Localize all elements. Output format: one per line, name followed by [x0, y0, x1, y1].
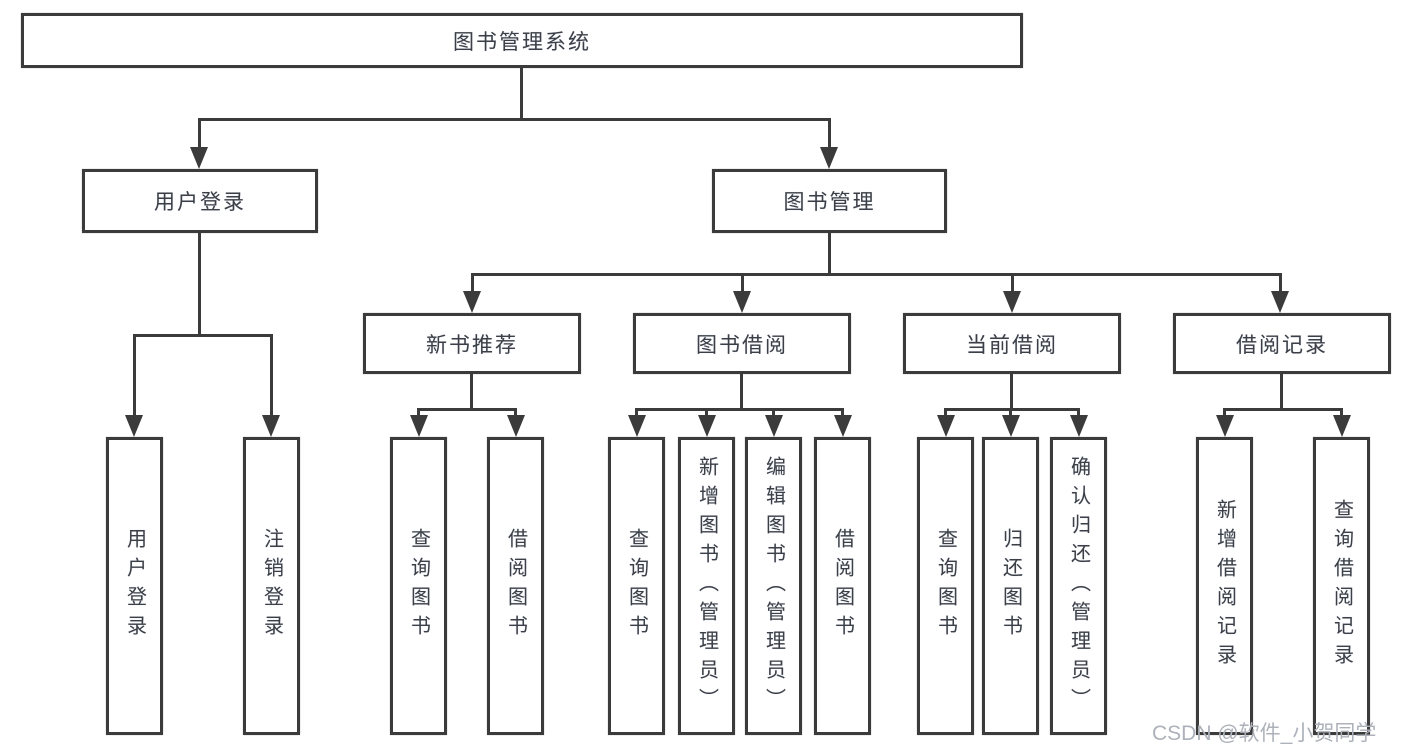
- arrow-down-icon: [820, 147, 838, 169]
- arrow-down-icon: [190, 147, 208, 169]
- node-user-login-label: 用户登录: [154, 191, 246, 214]
- connector-user-login-bus: [133, 334, 273, 337]
- node-book-borrow-label: 图书借阅: [696, 333, 788, 357]
- connector-book-borrow-stem: [740, 374, 743, 411]
- connector-book-mgmt-stem: [828, 233, 831, 275]
- connector-stub-new-book: [471, 273, 474, 293]
- connector-root-stem: [520, 68, 523, 121]
- connector-level2-bus: [198, 118, 831, 121]
- leaf-newbook-borrow: 借阅图书: [487, 437, 544, 735]
- leaf-newbook-query-label: 查询图书: [407, 528, 430, 644]
- arrow-down-icon: [1070, 415, 1088, 437]
- leaf-newbook-borrow-label: 借阅图书: [504, 528, 527, 644]
- connector-borrow-record-stem: [1280, 374, 1283, 411]
- leaf-record-query-label: 查询借阅记录: [1330, 499, 1353, 673]
- arrow-down-icon: [1002, 415, 1020, 437]
- leaf-logout: 注销登录: [243, 437, 300, 735]
- connector-stub: [417, 408, 420, 418]
- leaf-current-query: 查询图书: [917, 437, 974, 735]
- connector-new-book-stem: [470, 374, 473, 411]
- leaf-return-book-label: 归还图书: [999, 528, 1022, 644]
- leaf-borrow-query-label: 查询图书: [625, 528, 648, 644]
- connector-level3-bus: [471, 273, 1282, 276]
- connector-stub-user-login: [198, 118, 201, 150]
- connector-stub: [1077, 408, 1080, 418]
- node-current-borrow-label: 当前借阅: [966, 333, 1058, 357]
- arrow-down-icon: [733, 291, 751, 313]
- node-book-management-label: 图书管理: [783, 191, 876, 214]
- connector-current-borrow-bus: [944, 408, 1080, 411]
- arrow-down-icon: [765, 415, 783, 437]
- arrow-down-icon: [937, 415, 955, 437]
- node-book-management: 图书管理: [712, 169, 947, 233]
- connector-stub: [772, 408, 775, 418]
- leaf-record-add: 新增借阅记录: [1196, 437, 1253, 735]
- leaf-confirm-return-admin-label: 确认归还（管理员）: [1067, 455, 1090, 717]
- connector-new-book-bus: [417, 408, 517, 411]
- node-user-login: 用户登录: [82, 169, 318, 233]
- connector-current-borrow-stem: [1010, 374, 1013, 411]
- leaf-current-query-label: 查询图书: [934, 528, 957, 644]
- connector-stub-book-mgmt: [828, 118, 831, 150]
- leaf-record-query: 查询借阅记录: [1313, 437, 1370, 735]
- arrow-down-icon: [1003, 291, 1021, 313]
- arrow-down-icon: [125, 415, 143, 437]
- connector-book-borrow-bus: [635, 408, 844, 411]
- leaf-borrow-query: 查询图书: [608, 437, 665, 735]
- arrow-down-icon: [628, 415, 646, 437]
- leaf-record-add-label: 新增借阅记录: [1213, 499, 1236, 673]
- leaf-user-login-label: 用户登录: [123, 528, 146, 644]
- arrow-down-icon: [834, 415, 852, 437]
- leaf-return-book: 归还图书: [982, 437, 1039, 735]
- arrow-down-icon: [698, 415, 716, 437]
- arrow-down-icon: [1333, 415, 1351, 437]
- connector-stub-borrow-record: [1279, 273, 1282, 293]
- connector-stub-book-borrow: [741, 273, 744, 293]
- leaf-borrow-edit-admin-label: 编辑图书（管理员）: [762, 455, 785, 717]
- connector-stub: [1340, 408, 1343, 418]
- connector-stub: [944, 408, 947, 418]
- leaf-borrow-add-admin-label: 新增图书（管理员）: [695, 455, 718, 717]
- node-new-book-recommend-label: 新书推荐: [426, 333, 518, 357]
- arrow-down-icon: [1216, 415, 1234, 437]
- leaf-confirm-return-admin: 确认归还（管理员）: [1050, 437, 1107, 735]
- connector-stub: [1009, 408, 1012, 418]
- node-book-borrow: 图书借阅: [633, 313, 851, 374]
- leaf-user-login: 用户登录: [106, 437, 163, 735]
- connector-user-login-stem: [198, 233, 201, 336]
- node-borrow-record-label: 借阅记录: [1236, 333, 1328, 357]
- leaf-logout-label: 注销登录: [260, 528, 283, 644]
- node-borrow-record: 借阅记录: [1173, 313, 1391, 374]
- arrow-down-icon: [507, 415, 525, 437]
- leaf-borrow-add-admin: 新增图书（管理员）: [678, 437, 735, 735]
- connector-stub-leaf-login: [133, 334, 136, 417]
- arrow-down-icon: [463, 291, 481, 313]
- node-root-label: 图书管理系统: [453, 30, 591, 54]
- leaf-newbook-query: 查询图书: [390, 437, 447, 735]
- leaf-borrow-book: 借阅图书: [814, 437, 871, 735]
- arrow-down-icon: [262, 415, 280, 437]
- leaf-borrow-edit-admin: 编辑图书（管理员）: [745, 437, 802, 735]
- arrow-down-icon: [1271, 291, 1289, 313]
- connector-stub: [635, 408, 638, 418]
- arrow-down-icon: [410, 415, 428, 437]
- node-root: 图书管理系统: [21, 13, 1023, 68]
- connector-stub: [705, 408, 708, 418]
- watermark: CSDN @软件_小贺同学: [1152, 722, 1377, 745]
- node-current-borrow: 当前借阅: [903, 313, 1121, 374]
- connector-stub-current-borrow: [1011, 273, 1014, 293]
- connector-stub: [514, 408, 517, 418]
- connector-borrow-record-bus: [1223, 408, 1343, 411]
- node-new-book-recommend: 新书推荐: [363, 313, 581, 374]
- connector-stub: [1223, 408, 1226, 418]
- leaf-borrow-book-label: 借阅图书: [831, 528, 854, 644]
- connector-stub-leaf-logout: [270, 334, 273, 417]
- connector-stub: [841, 408, 844, 418]
